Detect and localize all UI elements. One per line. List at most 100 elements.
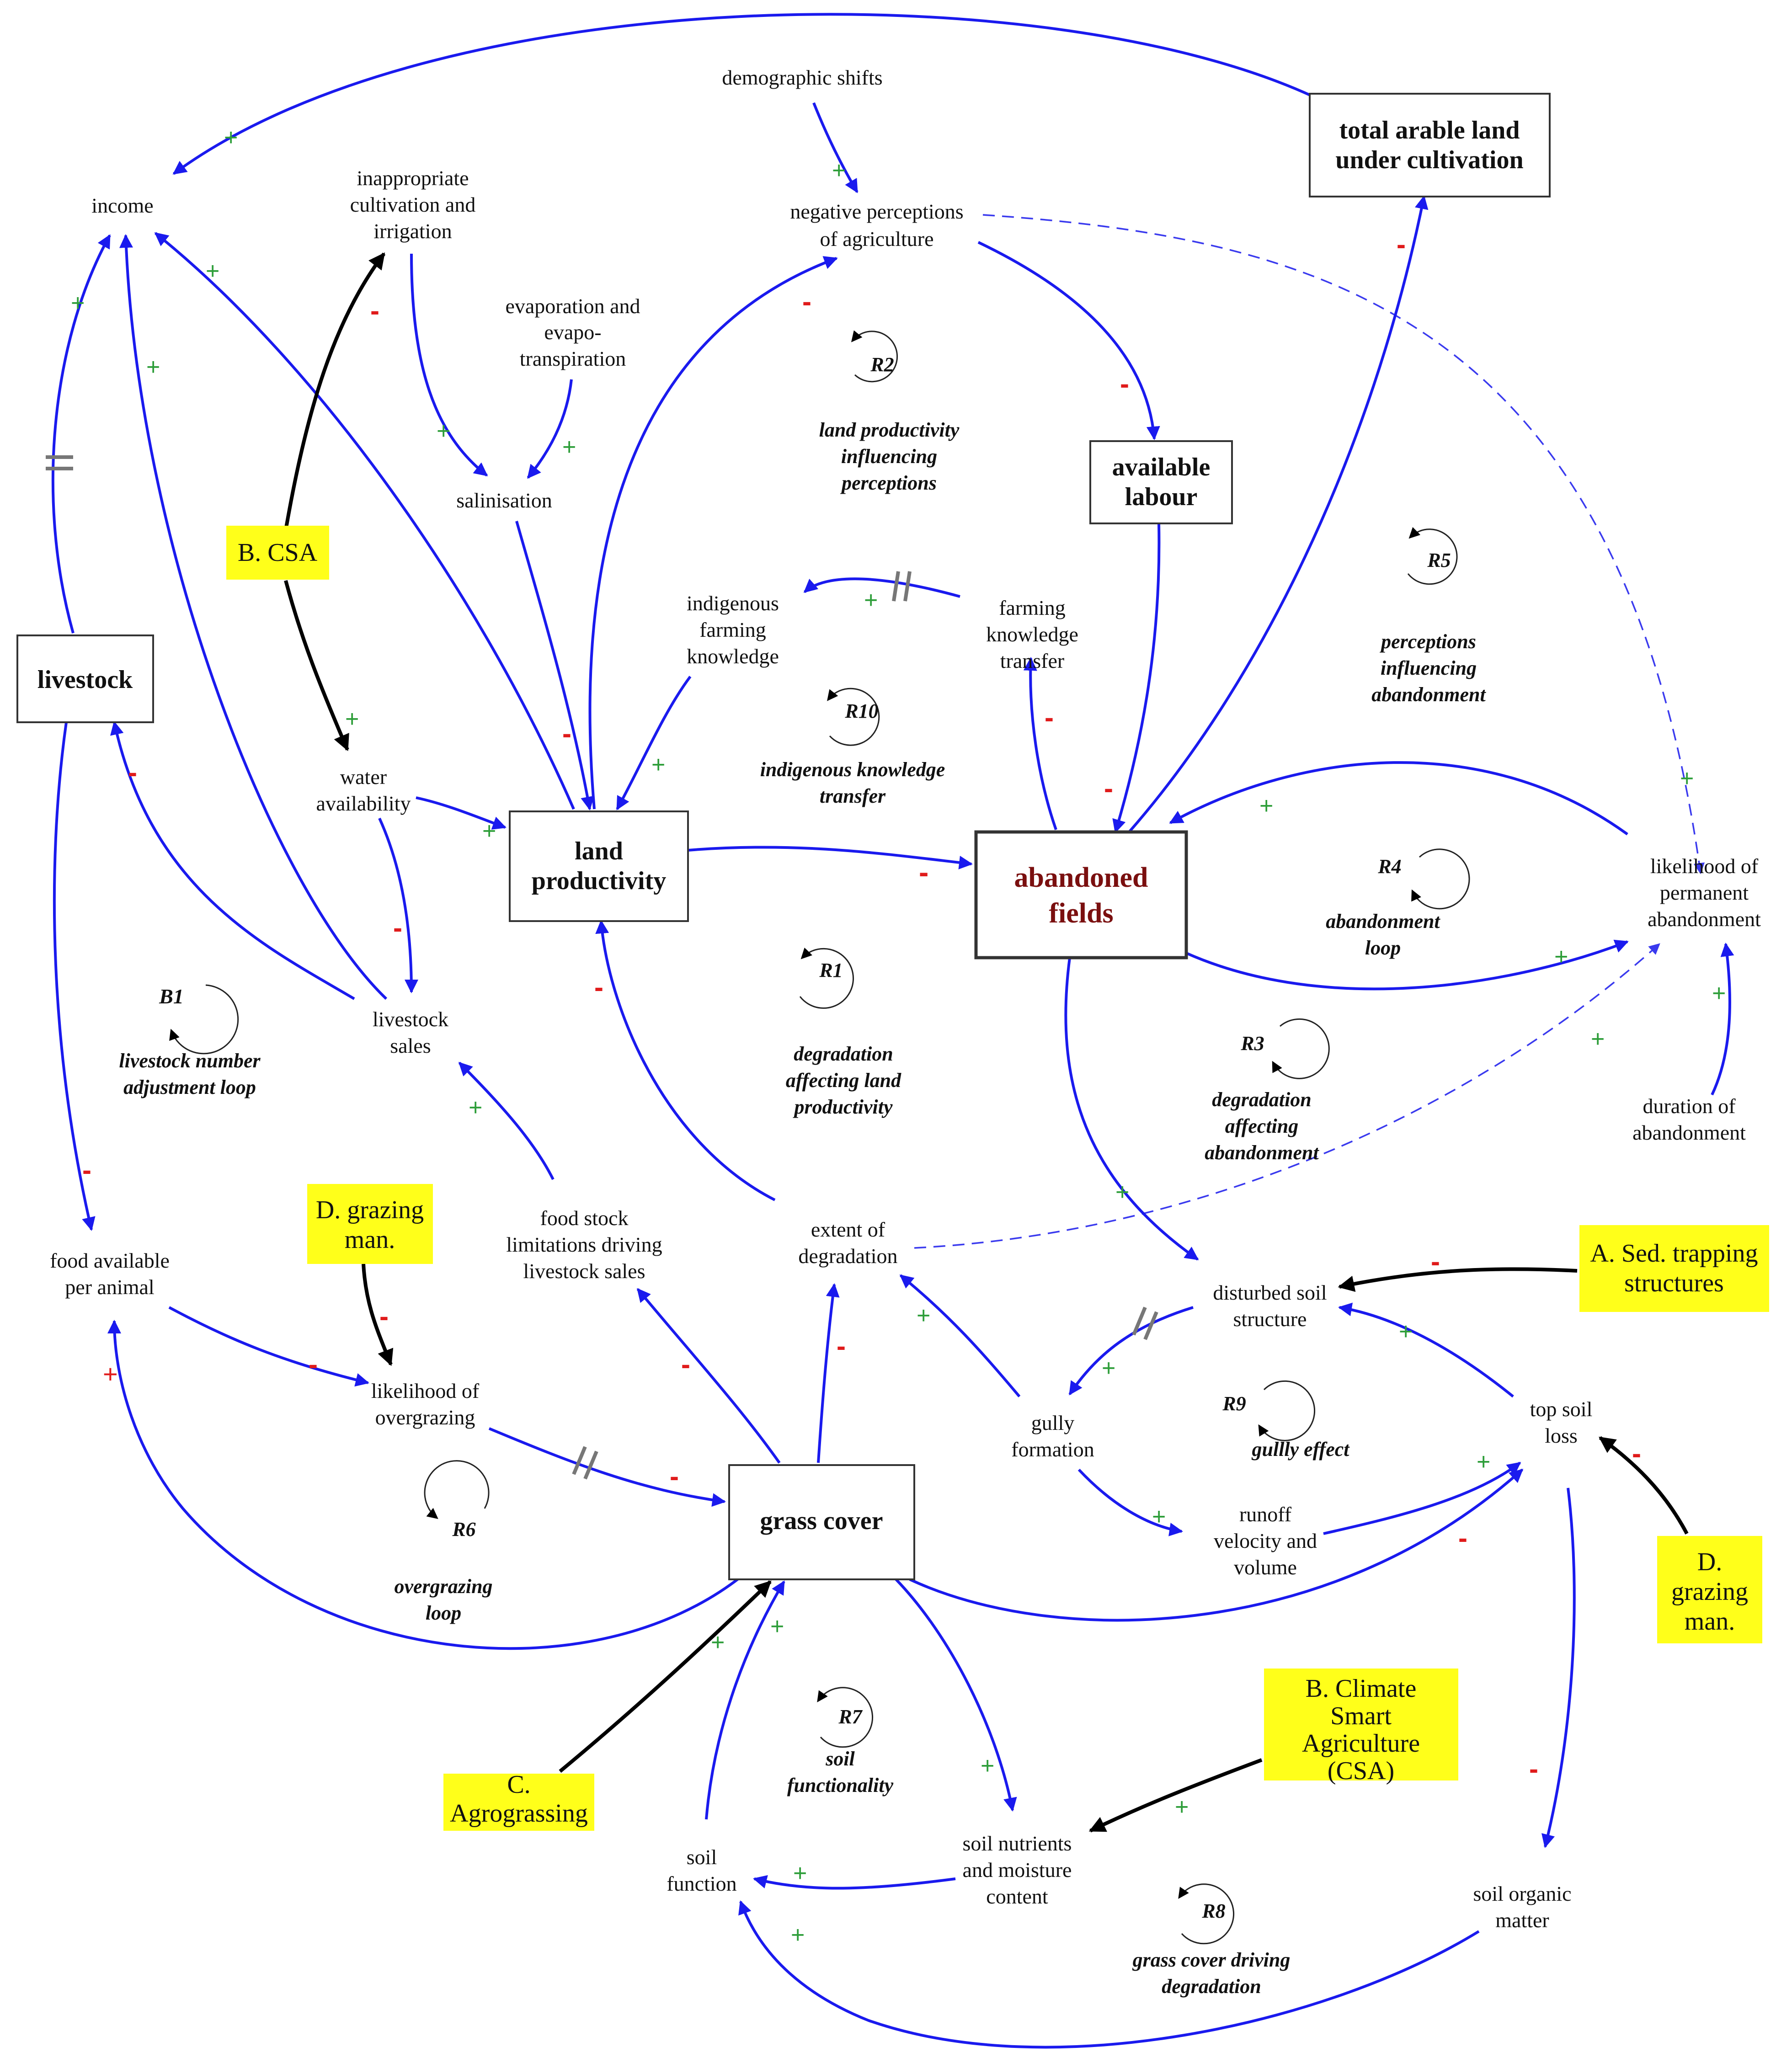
- loop-r7-label-2: functionality: [787, 1774, 894, 1796]
- loop-r2-label-3: perceptions: [840, 472, 937, 494]
- sign-negperc-likelihood: +: [1680, 765, 1694, 792]
- salinisation-label: salinisation: [456, 489, 552, 512]
- loop-r3: R3 degradation affecting abandonment: [1205, 1018, 1330, 1164]
- loop-r9: R9 gullly effect: [1222, 1380, 1350, 1461]
- link-sales-income: [119, 234, 388, 1000]
- link-overgrazing-grass: [488, 1427, 726, 1507]
- grass-cover-box: [728, 1464, 915, 1580]
- csa-long-label-3: Agriculture: [1302, 1729, 1420, 1758]
- top-soil-loss-label: top soil: [1530, 1397, 1593, 1421]
- evaporation-label-3: transpiration: [520, 347, 626, 370]
- loop-r9-id: R9: [1222, 1392, 1246, 1415]
- abandoned-fields-box: [974, 830, 1188, 960]
- farming-knowledge-transfer-label-2: knowledge: [986, 623, 1078, 646]
- loop-r2-arrow-icon: [851, 330, 898, 383]
- link-extent-likelihood: [914, 943, 1660, 1249]
- loop-r8: R8 grass cover driving degradation: [1132, 1883, 1290, 1998]
- link-csa-inappropriate: [284, 252, 386, 531]
- nodes: total arable land under cultivation avai…: [16, 66, 1769, 1932]
- loop-r4-arrow-icon: [1411, 848, 1470, 910]
- link-water-landprod: [416, 796, 507, 830]
- land-productivity-label: land: [575, 837, 623, 865]
- csa-long-label: B. Climate: [1306, 1674, 1417, 1703]
- loop-r4-label-2: loop: [1365, 937, 1401, 959]
- loop-r8-arrow-icon: [1178, 1883, 1235, 1945]
- loop-r7-label: soil: [825, 1748, 855, 1770]
- sign-livestock-income: +: [71, 290, 85, 316]
- arable-land-box: [1309, 93, 1551, 197]
- food-available-label: food available: [50, 1249, 170, 1272]
- link-abandoned-arable: [1128, 195, 1429, 833]
- sign-abandoned-arable: -: [1397, 229, 1406, 260]
- disturbed-soil-label-2: structure: [1233, 1307, 1307, 1331]
- links: [51, 13, 1734, 2049]
- loop-r3-label-3: abandonment: [1205, 1141, 1319, 1164]
- sign-evap-salinisation: +: [562, 434, 576, 460]
- duration-label-2: abandonment: [1632, 1121, 1746, 1144]
- negative-perceptions-label-2: of agriculture: [820, 227, 933, 251]
- sign-demographic-negperc: +: [832, 157, 846, 184]
- soil-nutrients-label-2: and moisture: [963, 1858, 1072, 1882]
- link-negperc-labour: [977, 241, 1160, 440]
- sign-grass-foodavail: +: [103, 1359, 118, 1388]
- link-nutrients-soilfn: [753, 1875, 956, 1890]
- sign-grass-nutrients: +: [981, 1753, 994, 1779]
- top-soil-loss-label-2: loss: [1545, 1424, 1578, 1447]
- indigenous-knowledge-label-2: farming: [699, 618, 766, 641]
- link-water-sales: [378, 817, 418, 993]
- link-csa-nutrients: [1088, 1758, 1263, 1833]
- link-indigenous-landprod: [616, 676, 692, 810]
- link-negperc-likelihood: [982, 214, 1705, 874]
- loop-r3-label: degradation: [1212, 1088, 1312, 1111]
- link-grass-extent: [817, 1283, 840, 1463]
- sign-runoff-topsoil: +: [1477, 1449, 1490, 1475]
- runoff-label-3: volume: [1234, 1556, 1297, 1579]
- agrograssing-label-2: Agrograssing: [450, 1799, 588, 1828]
- link-grass-foodavail: [107, 1320, 741, 1650]
- delay-mark-overgrazing-grass: [572, 1446, 598, 1480]
- delay-mark-livestock-income: [46, 455, 73, 470]
- loop-r10-id: R10: [844, 700, 878, 722]
- negative-perceptions-label: negative perceptions: [790, 200, 963, 223]
- link-topsoil-organic: [1541, 1487, 1576, 1848]
- sign-foodavail-overgrazing: -: [309, 1349, 318, 1380]
- delay-marks: [46, 455, 1158, 1480]
- loop-b1-label-2: adjustment loop: [123, 1076, 256, 1098]
- available-labour-label-2: labour: [1125, 483, 1198, 511]
- grazing-man-2-label-2: grazing: [1671, 1578, 1748, 1606]
- polarity-signs: + + + + - + + + - - - + + - - + + + - - …: [71, 124, 1726, 1948]
- loop-r7: R7 soil functionality: [787, 1687, 894, 1796]
- sign-extent-likelihood: +: [1591, 1026, 1605, 1052]
- loop-r5: R5 perceptions influencing abandonment: [1371, 527, 1486, 706]
- loop-r9-arrow-icon: [1258, 1380, 1316, 1441]
- link-runoff-topsoil: [1323, 1461, 1521, 1535]
- link-grazingman-topsoil: [1599, 1436, 1689, 1535]
- link-inappropriate-salinisation: [410, 253, 488, 477]
- link-abandoned-likelihood: [1185, 939, 1629, 991]
- sign-csa-water: +: [345, 706, 359, 732]
- sign-landprod-negperc: -: [802, 286, 811, 317]
- extent-degradation-label-2: degradation: [798, 1244, 897, 1268]
- loop-r7-arrow-icon: [817, 1687, 874, 1748]
- csa-long-label-4: (CSA): [1328, 1757, 1394, 1785]
- link-evap-salinisation: [527, 379, 573, 479]
- soil-nutrients-label-3: content: [986, 1885, 1048, 1908]
- loop-r5-arrow-icon: [1407, 527, 1458, 585]
- inappropriate-label: inappropriate: [357, 166, 469, 190]
- gully-formation-label: gully: [1031, 1411, 1075, 1434]
- livestock-label: livestock: [37, 666, 133, 694]
- loop-r4-id: R4: [1377, 855, 1401, 878]
- link-grass-foodstock: [636, 1288, 781, 1464]
- likelihood-permanent-label-2: permanent: [1660, 881, 1749, 904]
- sign-abandoned-disturbed: +: [1115, 1179, 1129, 1205]
- csa-long-label-2: Smart: [1330, 1702, 1392, 1730]
- sign-salinisation-landprod: -: [562, 718, 571, 749]
- sign-water-landprod: +: [482, 818, 496, 844]
- likelihood-permanent-label: likelihood of: [1650, 854, 1759, 878]
- delay-mark-fkt-indigenous: [892, 571, 912, 602]
- sign-sed-disturbed: -: [1431, 1246, 1440, 1277]
- link-demographic-negperc: [812, 102, 859, 193]
- sign-topsoil-disturbed: +: [1399, 1318, 1413, 1345]
- sign-indigenous-landprod: +: [651, 752, 665, 778]
- disturbed-soil-label: disturbed soil: [1213, 1281, 1327, 1304]
